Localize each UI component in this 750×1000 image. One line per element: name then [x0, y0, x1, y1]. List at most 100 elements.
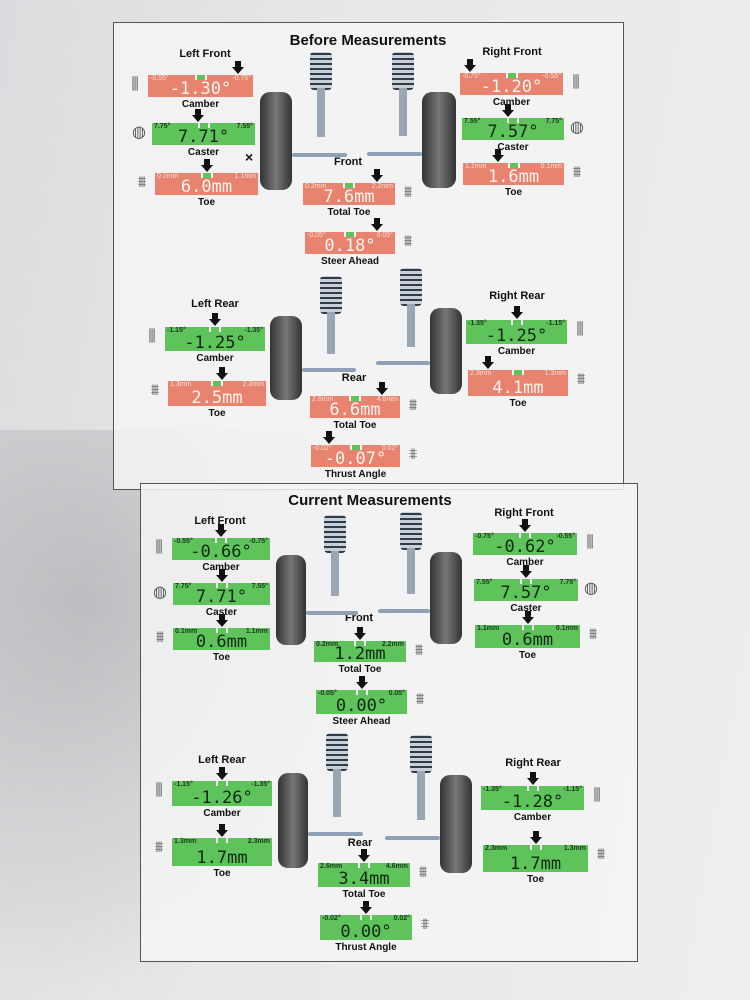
- rear-tire-icon: [278, 773, 308, 868]
- before-rf-caster-gauge: 7.55°7.75°7.57°Caster◍: [462, 104, 584, 153]
- target-zone: [217, 538, 225, 543]
- min-spec: 1.3mm: [170, 381, 192, 388]
- measured-value: 7.71°: [177, 127, 230, 147]
- min-spec: -0.05°: [307, 232, 326, 239]
- rr-camber-box: -1.35°-1.15°-1.28°: [481, 786, 584, 812]
- target-notch: [197, 123, 210, 128]
- max-spec: -1.35°: [251, 781, 270, 788]
- max-spec: 2.3mm: [247, 838, 270, 845]
- min-spec: -1.35°: [483, 786, 502, 793]
- target-zone: [218, 781, 226, 786]
- min-spec: 2.6mm: [320, 863, 343, 870]
- measurement-label: Steer Ahead: [321, 256, 379, 267]
- target-notch: [529, 845, 542, 850]
- measured-value: -1.28°: [501, 792, 564, 812]
- min-spec: 0.2mm: [316, 641, 339, 648]
- min-spec: 7.75°: [154, 123, 171, 130]
- measured-value: 4.1mm: [492, 378, 544, 398]
- target-zone: [531, 845, 540, 850]
- caster-icon: ◍: [584, 580, 598, 597]
- target-zone: [357, 690, 366, 695]
- rear-control-arm-icon: [376, 361, 430, 366]
- max-spec: 2.2mm: [371, 183, 393, 190]
- measured-value: -0.07°: [324, 449, 387, 469]
- min-spec: -0.75°: [462, 73, 481, 80]
- target-zone: [213, 381, 221, 386]
- before-right-front-label: Right Front: [482, 46, 542, 58]
- min-spec: 0.1mm: [157, 173, 179, 180]
- max-spec: -0.75°: [232, 75, 251, 82]
- target-notch: [512, 370, 524, 375]
- min-spec: 2.3mm: [470, 370, 492, 377]
- measurement-label: Caster: [205, 607, 238, 618]
- max-spec: 1.1mm: [234, 173, 256, 180]
- min-spec: -0.75°: [475, 533, 494, 540]
- before-rear-label: Rear: [341, 372, 367, 384]
- measured-value: 7.71°: [195, 587, 248, 607]
- toe-icon: ⩩: [576, 371, 586, 388]
- target-notch: [526, 786, 539, 791]
- front-spring-icon: [392, 52, 414, 90]
- min-spec: -0.55°: [150, 75, 169, 82]
- min-spec: -0.55°: [174, 538, 193, 545]
- min-spec: 2.6mm: [312, 396, 334, 403]
- min-spec: -0.02°: [322, 915, 341, 922]
- before-rf-camber-gauge: -0.75°-0.55°-1.20°Camber⫼: [460, 59, 580, 108]
- measured-value: 1.7mm: [509, 854, 562, 874]
- measured-value: 0.00°: [340, 922, 392, 942]
- current-lf-camber-gauge: -0.55°-0.75°-0.66°Camber⫼: [155, 524, 270, 573]
- target-zone: [521, 533, 529, 538]
- max-spec: 7.55°: [251, 583, 268, 590]
- toe-icon: ⩩: [415, 691, 425, 708]
- current-right-front-label: Right Front: [494, 507, 554, 519]
- target-notch: [209, 327, 221, 332]
- rear-tire-icon: [440, 775, 472, 873]
- target-zone: [218, 838, 226, 843]
- measurement-label: Toe: [212, 652, 231, 663]
- current-rr-camber-gauge: -1.35°-1.15°-1.28°Camber⫼: [481, 772, 601, 823]
- lf-camber-box: -0.55°-0.75°-1.30°: [148, 75, 253, 98]
- measurement-label: Camber: [506, 557, 544, 568]
- min-spec: 7.55°: [476, 579, 493, 586]
- target-zone: [514, 370, 522, 375]
- max-spec: 1.1mm: [245, 628, 268, 635]
- measurement-label: Camber: [497, 346, 536, 357]
- current-rf-camber-gauge: -0.75°-0.55°-0.62°Camber ⫼: [473, 519, 594, 568]
- current-title: Current Measurements: [288, 492, 452, 509]
- measured-value: 6.6mm: [329, 400, 381, 420]
- target-zone: [346, 232, 354, 237]
- rear-control-arm-icon: [384, 835, 440, 840]
- target-zone: [528, 786, 537, 791]
- front-spring-icon: [310, 52, 332, 90]
- target-zone: [509, 118, 517, 123]
- thrust-angle-box: -0.02°0.02°0.00°: [320, 915, 412, 942]
- min-spec: 7.75°: [175, 583, 192, 590]
- max-spec: -1.35°: [244, 327, 263, 334]
- current-left-rear-label: Left Rear: [198, 754, 246, 766]
- measurement-label: Toe: [197, 197, 216, 208]
- measurement-label: Camber: [196, 353, 234, 364]
- front-control-arm-icon: [292, 152, 347, 157]
- front-control-arm-icon: [367, 151, 422, 156]
- min-spec: -1.35°: [468, 320, 487, 327]
- target-notch: [215, 583, 228, 588]
- max-spec: 7.55°: [236, 123, 253, 130]
- target-notch: [200, 173, 213, 178]
- rear-control-arm-icon: [308, 831, 364, 836]
- toe-icon: ⩩: [403, 233, 413, 250]
- rear-spring-icon: [400, 268, 422, 306]
- current-steer-ahead-gauge: -0.05°0.05°0.00°Steer Ahead⩩: [316, 676, 424, 727]
- target-zone: [217, 628, 226, 633]
- target-notch: [216, 838, 228, 843]
- target-zone: [362, 915, 370, 920]
- toe-icon: ⩩: [155, 629, 165, 646]
- rf-camber-box: -0.75°-0.55°-0.62°: [473, 533, 577, 556]
- rear-strut-icon: [407, 304, 415, 347]
- camber-icon: ⫼: [586, 534, 594, 551]
